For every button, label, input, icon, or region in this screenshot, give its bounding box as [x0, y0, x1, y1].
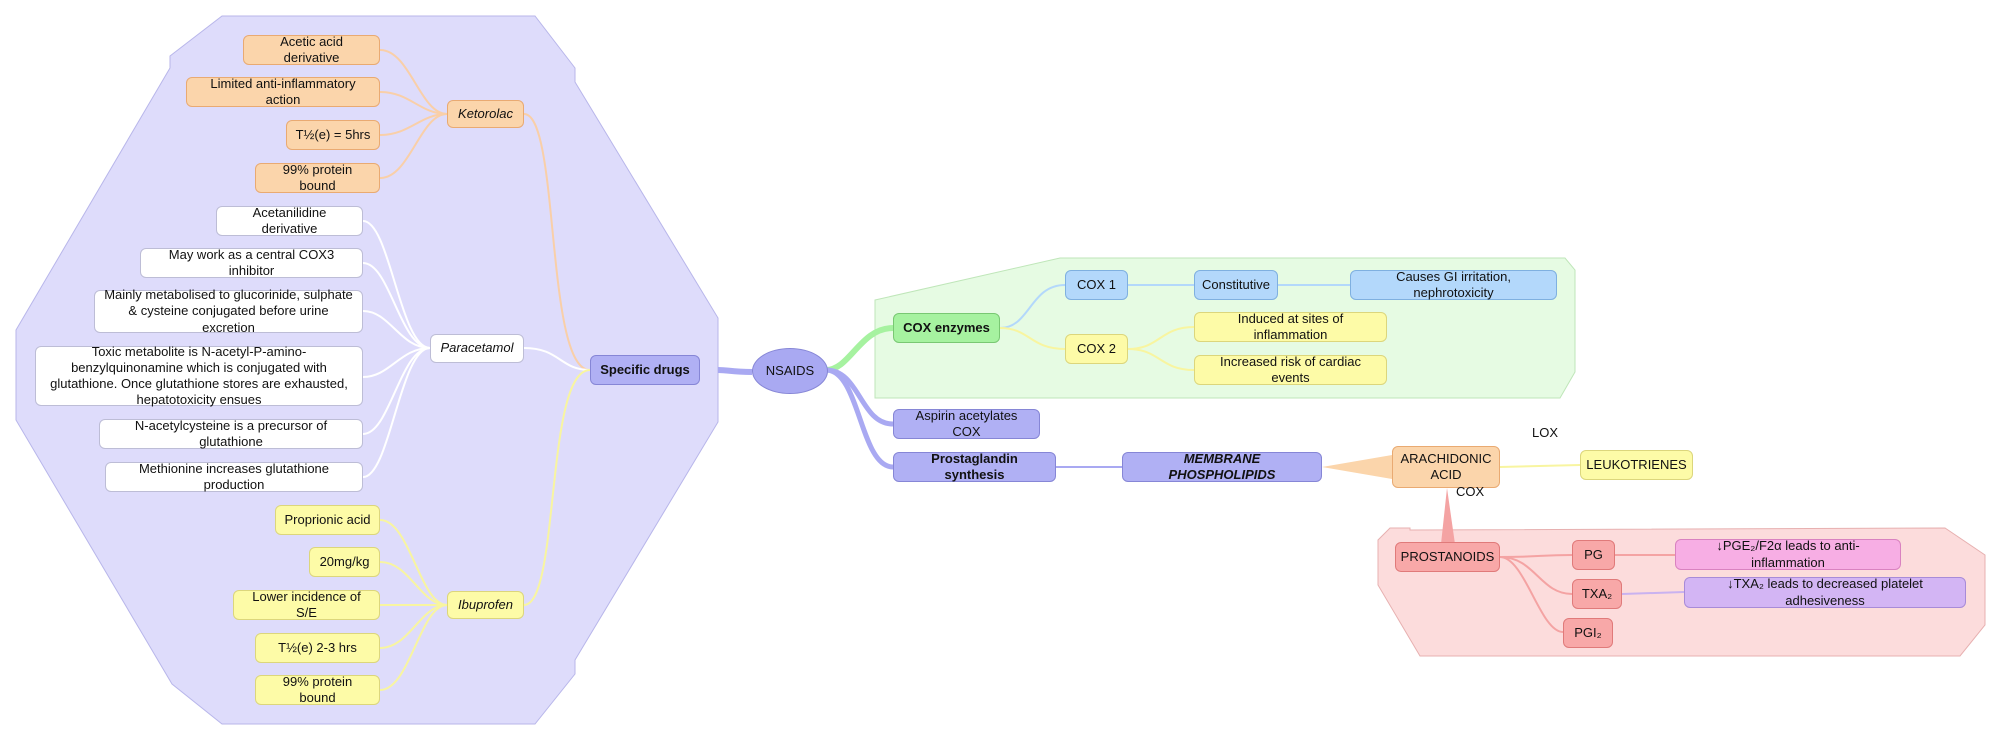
paracetamol-item[interactable]: Mainly metabolised to glucorinide, sulph…	[94, 287, 363, 335]
link-specific-ibuprofen	[523, 369, 591, 606]
constitutive-node[interactable]: Constitutive	[1194, 270, 1278, 300]
link-txa-effect	[1621, 591, 1685, 595]
prostanoids-node[interactable]: PROSTANOIDS	[1395, 542, 1500, 572]
ketorolac-item[interactable]: 99% protein bound	[255, 162, 380, 193]
paracetamol-links	[362, 220, 431, 478]
lox-label: LOX	[1532, 425, 1559, 440]
ibuprofen-item[interactable]: Proprionic acid	[275, 505, 380, 535]
link-membrane-arachidonic	[1322, 455, 1392, 479]
paracetamol-item[interactable]: N-acetylcysteine is a precursor of gluta…	[99, 418, 363, 449]
ibuprofen-item[interactable]: 20mg/kg	[309, 547, 380, 577]
gi-irritation-node[interactable]: Causes GI irritation, nephrotoxicity	[1350, 269, 1557, 300]
membrane-phospholipids-node[interactable]: MEMBRANE PHOSPHOLIPIDS	[1122, 451, 1322, 482]
leukotrienes-node[interactable]: LEUKOTRIENES	[1580, 450, 1693, 480]
paracetamol-item[interactable]: May work as a central COX3 inhibitor	[140, 247, 363, 278]
cox2-item[interactable]: Increased risk of cardiac events	[1194, 354, 1387, 385]
paracetamol-item[interactable]: Methionine increases glutathione product…	[105, 461, 363, 492]
center-node-nsaids[interactable]: NSAIDS	[752, 348, 828, 394]
link-specific-paracetamol	[523, 347, 591, 371]
txa2-node[interactable]: TXA₂	[1572, 579, 1622, 609]
paracetamol-node[interactable]: Paracetamol	[430, 334, 524, 363]
paracetamol-item[interactable]: Acetanilidine derivative	[216, 205, 363, 236]
ibuprofen-item[interactable]: T½(e) 2-3 hrs	[255, 633, 380, 663]
specific-drugs-node[interactable]: Specific drugs	[590, 355, 700, 385]
link-cox-cox1	[999, 284, 1066, 329]
ketorolac-links	[379, 49, 448, 179]
ibuprofen-item[interactable]: 99% protein bound	[255, 674, 380, 705]
ibuprofen-item[interactable]: Lower incidence of S/E	[233, 589, 380, 620]
cox2-item[interactable]: Induced at sites of inflammation	[1194, 311, 1387, 342]
txa2-effect-node[interactable]: ↓TXA₂ leads to decreased platelet adhesi…	[1684, 576, 1966, 608]
ibuprofen-links	[379, 519, 448, 691]
link-cox-cox2	[999, 327, 1066, 350]
cox-label: COX	[1456, 484, 1485, 499]
ketorolac-node[interactable]: Ketorolac	[447, 100, 524, 128]
link-arachidonic-prostanoids	[1441, 488, 1455, 544]
specific-drugs-region	[15, 15, 719, 725]
cox2-node[interactable]: COX 2	[1065, 334, 1128, 364]
cox1-node[interactable]: COX 1	[1065, 270, 1128, 300]
paracetamol-item[interactable]: Toxic metabolite is N-acetyl-P-amino-ben…	[35, 344, 363, 407]
ibuprofen-node[interactable]: Ibuprofen	[447, 591, 524, 619]
link-nsaids-specific	[717, 367, 753, 375]
pgi2-node[interactable]: PGI₂	[1563, 618, 1613, 648]
ketorolac-item[interactable]: Acetic acid derivative	[243, 34, 380, 65]
link-specific-ketorolac	[523, 113, 591, 371]
link-nsaids-prostaglandin	[825, 367, 894, 470]
prostaglandin-synthesis-node[interactable]: Prostaglandin synthesis	[893, 451, 1056, 482]
link-cox2-induced	[1127, 326, 1195, 350]
link-cox2-cardiac	[1127, 348, 1195, 371]
link-arachidonic-leukotrienes	[1499, 464, 1581, 468]
aspirin-node[interactable]: Aspirin acetylates COX	[893, 408, 1040, 439]
ketorolac-item[interactable]: T½(e) = 5hrs	[286, 120, 380, 150]
pg-node[interactable]: PG	[1572, 540, 1615, 570]
pg-effect-node[interactable]: ↓PGE₂/F2α leads to anti-inflammation	[1675, 538, 1901, 570]
ketorolac-item[interactable]: Limited anti-inflammatory action	[186, 76, 380, 107]
prostanoid-links	[1499, 554, 1675, 633]
cox-enzymes-node[interactable]: COX enzymes	[893, 313, 1000, 343]
arachidonic-acid-node[interactable]: ARACHIDONIC ACID	[1392, 446, 1500, 488]
